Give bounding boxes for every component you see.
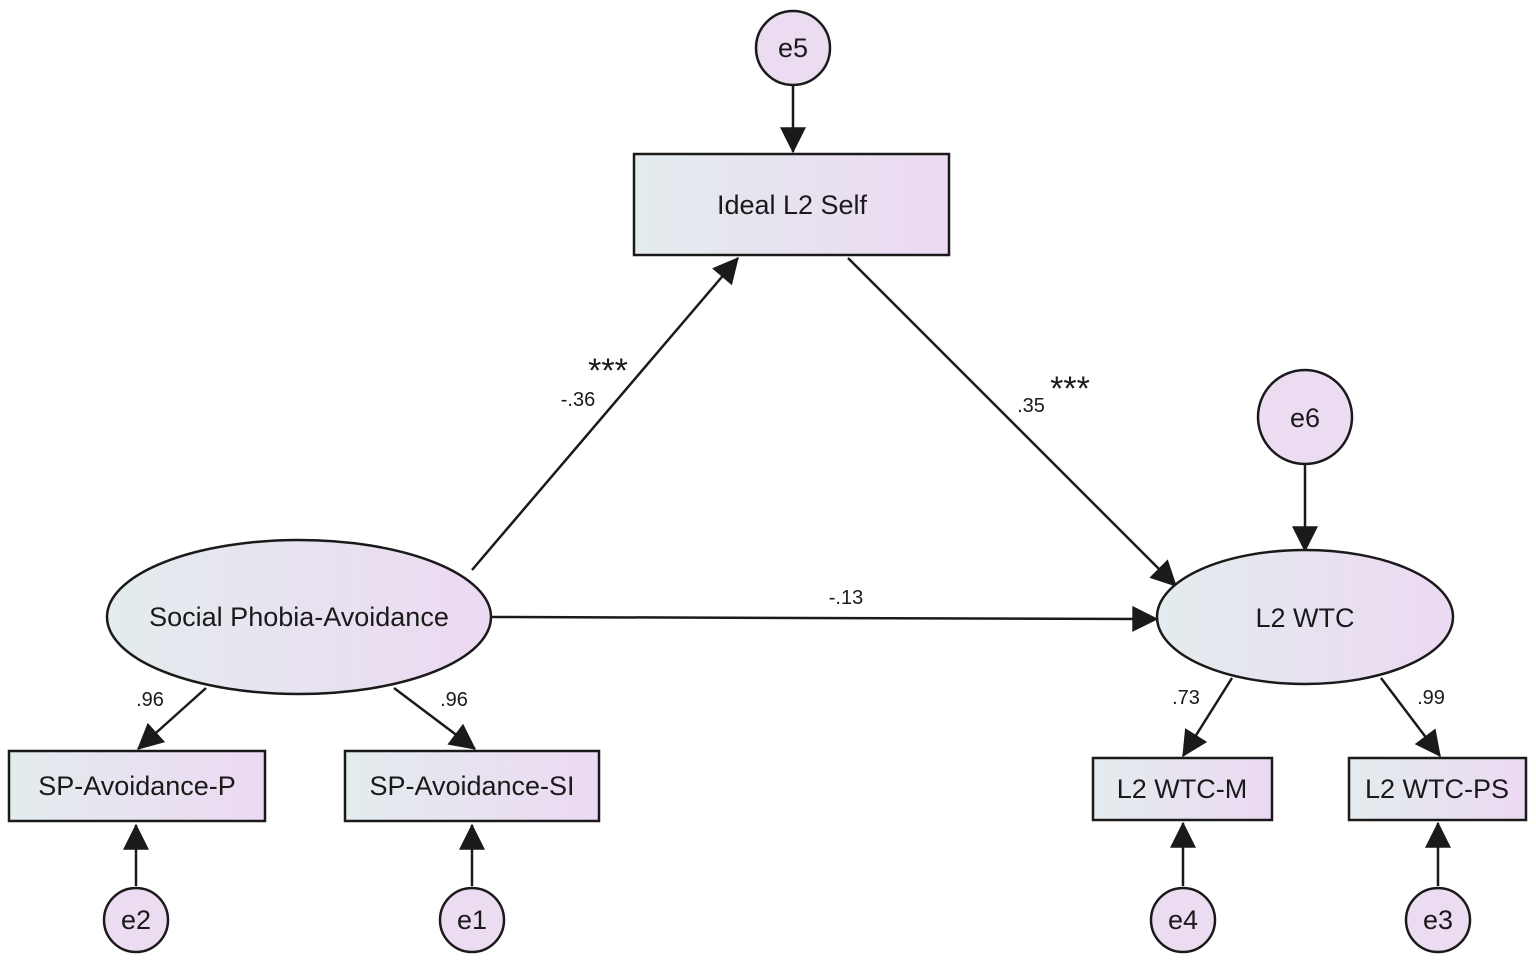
error-e5: e5 — [754, 9, 832, 87]
node-ideal-l2-self-label: Ideal L2 Self — [717, 190, 868, 220]
node-l2-wtc-m-box — [1091, 756, 1274, 822]
node-sp-avoidance-si: SP-Avoidance-SI — [343, 749, 601, 823]
coef-wtc-to-ps: .99 — [1417, 687, 1445, 709]
sig-sp-to-ideal: *** — [588, 352, 628, 390]
path-sp-to-si — [393, 687, 477, 750]
path-ideal-to-wtc — [847, 257, 1177, 587]
node-social-phobia-avoidance-ellipse — [105, 538, 493, 696]
node-l2-wtc-m: L2 WTC-M — [1091, 756, 1274, 822]
node-l2-wtc: L2 WTC — [1155, 548, 1455, 686]
node-sp-avoidance-p: SP-Avoidance-P — [7, 749, 267, 823]
error-e1-label: e1 — [457, 905, 487, 935]
error-e6: e6 — [1256, 368, 1354, 466]
node-sp-avoidance-si-label: SP-Avoidance-SI — [369, 771, 574, 801]
error-e3-label: e3 — [1423, 905, 1453, 935]
error-e4-label: e4 — [1168, 905, 1198, 935]
node-l2-wtc-m-label: L2 WTC-M — [1117, 774, 1248, 804]
path-wtc-to-m — [1181, 677, 1234, 758]
error-e5-circle — [754, 9, 832, 87]
error-e2-label: e2 — [121, 905, 151, 935]
node-sp-avoidance-p-box — [7, 749, 267, 823]
error-e2: e2 — [102, 886, 170, 954]
node-l2-wtc-label: L2 WTC — [1255, 603, 1354, 633]
node-sp-avoidance-p-label: SP-Avoidance-P — [38, 771, 236, 801]
coef-sp-to-wtc: -.13 — [829, 587, 863, 609]
error-e1-circle — [438, 886, 506, 954]
error-e4: e4 — [1149, 886, 1217, 954]
node-ideal-l2-self-box — [632, 152, 951, 257]
error-e1: e1 — [438, 886, 506, 954]
coef-sp-to-ideal: -.36 — [561, 389, 595, 411]
node-l2-wtc-ps: L2 WTC-PS — [1347, 756, 1528, 822]
node-sp-avoidance-si-box — [343, 749, 601, 823]
error-e6-label: e6 — [1290, 403, 1320, 433]
path-sp-to-wtc — [489, 605, 1159, 632]
error-e3-circle — [1404, 886, 1472, 954]
error-e3: e3 — [1404, 886, 1472, 954]
error-e6-circle — [1256, 368, 1354, 466]
sig-ideal-to-wtc: *** — [1050, 370, 1090, 408]
coef-ideal-to-wtc: .35 — [1017, 395, 1045, 417]
path-sp-to-p — [137, 687, 207, 750]
error-e4-circle — [1149, 886, 1217, 954]
node-ideal-l2-self: Ideal L2 Self — [632, 152, 951, 257]
path-sp-to-ideal — [471, 257, 739, 571]
node-l2-wtc-ellipse — [1155, 548, 1455, 686]
path-wtc-to-ps — [1380, 677, 1441, 758]
coef-sp-to-p: .96 — [136, 689, 164, 711]
node-social-phobia-avoidance: Social Phobia-Avoidance — [105, 538, 493, 696]
coef-sp-to-si: .96 — [440, 689, 468, 711]
node-social-phobia-avoidance-label: Social Phobia-Avoidance — [149, 602, 449, 632]
error-e5-label: e5 — [778, 33, 808, 63]
coef-wtc-to-m: .73 — [1172, 687, 1200, 709]
node-l2-wtc-ps-box — [1347, 756, 1528, 822]
error-e2-circle — [102, 886, 170, 954]
node-l2-wtc-ps-label: L2 WTC-PS — [1365, 774, 1509, 804]
